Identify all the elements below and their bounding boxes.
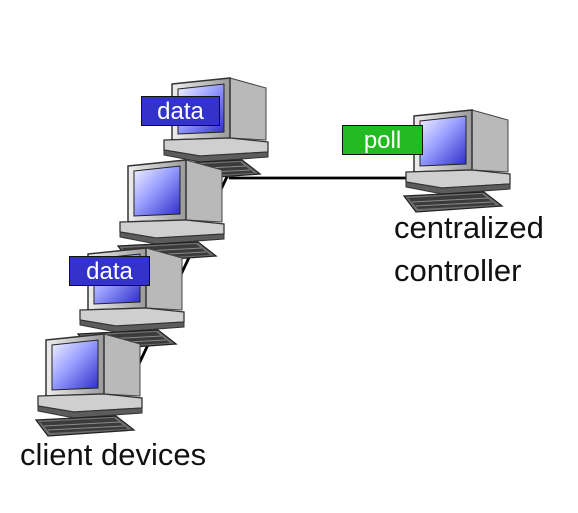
poll-message-tag: poll	[342, 125, 423, 155]
client-device-2	[117, 159, 225, 263]
data-message-tag-2: data	[69, 256, 150, 286]
controller-label-line2: controller	[394, 253, 522, 288]
client-device-4	[35, 333, 143, 437]
data-message-tag-1: data	[141, 96, 220, 126]
controller-label-line1: centralized	[394, 210, 544, 245]
client-devices-label: client devices	[20, 437, 207, 472]
